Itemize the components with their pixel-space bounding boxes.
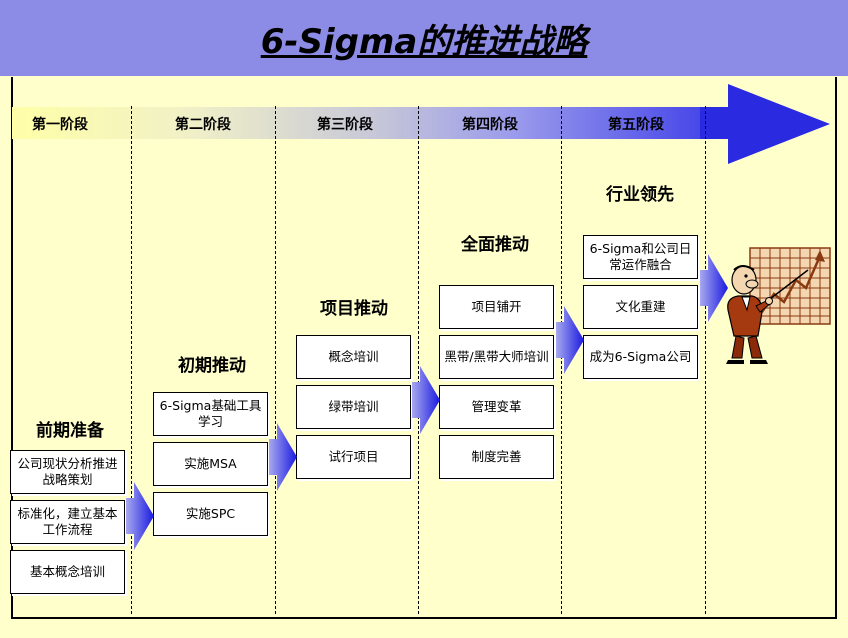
stage4-box: 黑带/黑带大师培训 bbox=[439, 335, 554, 379]
phase-label-5: 第五阶段 bbox=[608, 117, 664, 133]
stage2-box: 实施SPC bbox=[153, 492, 268, 536]
stage-divider bbox=[705, 106, 706, 614]
stage-heading-4: 全面推动 bbox=[461, 235, 529, 255]
phase-label-3: 第三阶段 bbox=[317, 117, 373, 133]
stage2-box: 实施MSA bbox=[153, 442, 268, 486]
stage2-box: 6-Sigma基础工具学习 bbox=[153, 392, 268, 436]
stage-divider bbox=[131, 106, 132, 614]
phase-label-2: 第二阶段 bbox=[175, 117, 231, 133]
stage-heading-1: 前期准备 bbox=[36, 421, 104, 441]
page-title: 6-Sigma的推进战略 bbox=[260, 22, 588, 62]
step-arrow-icon bbox=[412, 366, 440, 434]
stage4-box: 项目铺开 bbox=[439, 285, 554, 329]
stage-divider bbox=[418, 106, 419, 614]
stage4-box: 管理变革 bbox=[439, 385, 554, 429]
step-arrow-icon bbox=[700, 254, 728, 322]
phase-band bbox=[12, 107, 732, 139]
stage1-box: 基本概念培训 bbox=[10, 550, 125, 594]
header-bar bbox=[0, 0, 848, 76]
phase-label-1: 第一阶段 bbox=[32, 117, 88, 133]
stage4-box: 制度完善 bbox=[439, 435, 554, 479]
step-arrow-icon bbox=[269, 423, 297, 491]
stage3-box: 绿带培训 bbox=[296, 385, 411, 429]
stage1-box: 标准化，建立基本工作流程 bbox=[10, 500, 125, 544]
phase-band-arrowhead bbox=[700, 84, 830, 164]
step-arrow-icon bbox=[126, 482, 154, 550]
stage1-box: 公司现状分析推进战略策划 bbox=[10, 450, 125, 494]
stage-divider bbox=[561, 106, 562, 614]
stage3-box: 试行项目 bbox=[296, 435, 411, 479]
phase-label-4: 第四阶段 bbox=[462, 117, 518, 133]
stage-divider bbox=[275, 106, 276, 614]
stage3-box: 概念培训 bbox=[296, 335, 411, 379]
stage-heading-5: 行业领先 bbox=[606, 185, 674, 205]
stage5-box: 成为6-Sigma公司 bbox=[583, 335, 698, 379]
diagram-frame bbox=[11, 77, 837, 619]
stage5-box: 文化重建 bbox=[583, 285, 698, 329]
presenter-with-chart-icon bbox=[726, 247, 831, 364]
stage-heading-2: 初期推动 bbox=[178, 356, 246, 376]
stage5-box: 6-Sigma和公司日常运作融合 bbox=[583, 235, 698, 279]
step-arrow-icon bbox=[556, 306, 584, 374]
stage-heading-3: 项目推动 bbox=[320, 299, 388, 319]
